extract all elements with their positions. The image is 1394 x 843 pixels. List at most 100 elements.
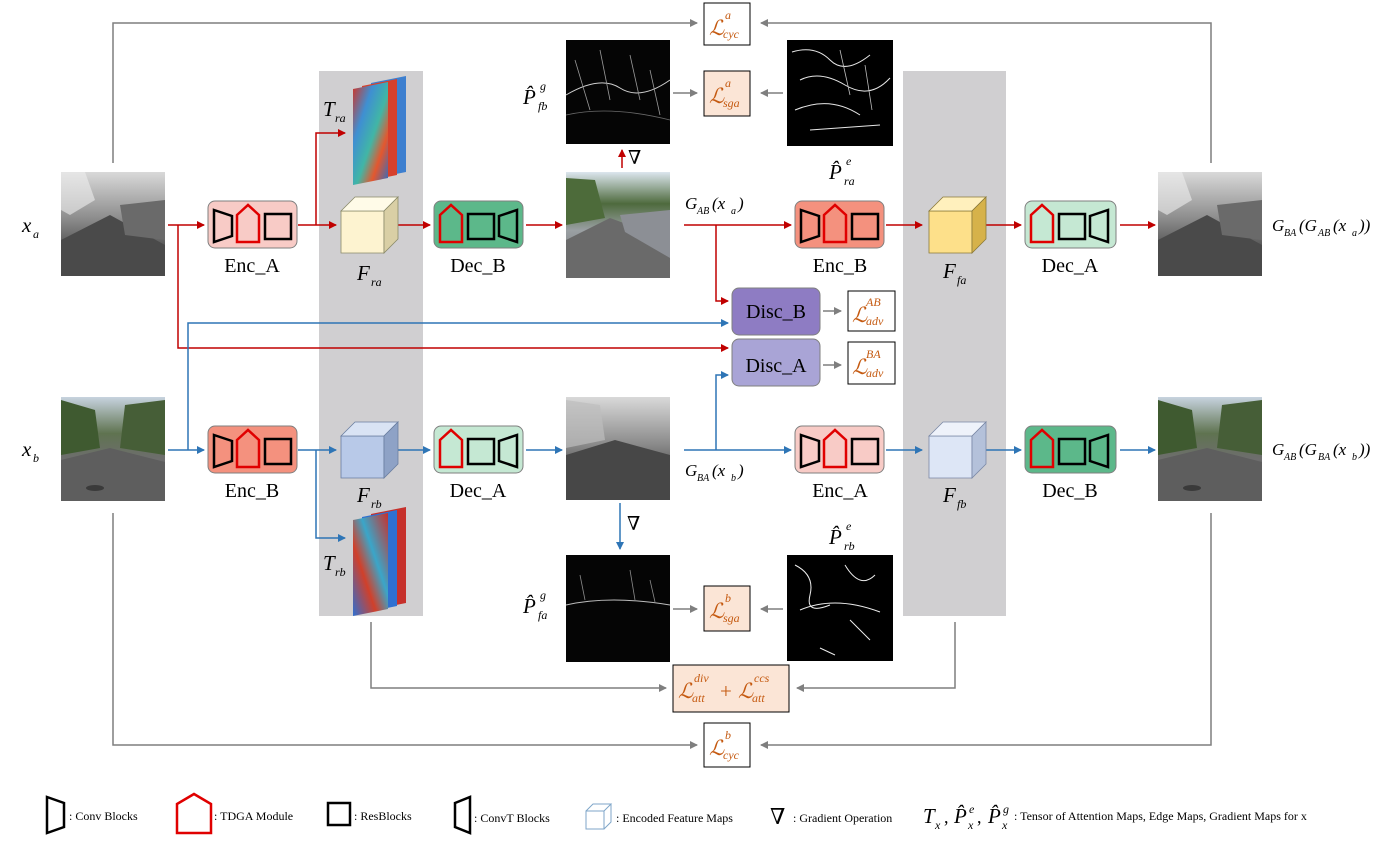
legend-conv-icon: [45, 795, 66, 835]
disc-a-block: Disc_A: [731, 338, 821, 387]
svg-text:BA: BA: [1318, 452, 1331, 463]
disc-a-label: Disc_A: [745, 355, 807, 377]
loss-adv-ba: ℒ BA adv: [847, 341, 896, 385]
svg-text:F: F: [942, 259, 956, 283]
svg-text:x: x: [21, 437, 32, 461]
label-g-ab-xa: G AB (x a ): [685, 194, 744, 217]
legend-feature-icon: [585, 803, 613, 830]
svg-text:g: g: [540, 588, 546, 602]
svg-text:b: b: [33, 451, 39, 465]
image-x-b-rgb: [61, 397, 165, 501]
loss-cyc-a: ℒ a cyc: [703, 2, 751, 46]
loss-cyc-b-sup: b: [725, 728, 731, 742]
feature-cube-fb: [928, 421, 987, 479]
enc-a-bottom-block: [794, 425, 885, 474]
disc-b-label: Disc_B: [746, 301, 806, 323]
label-f-ra: F ra: [356, 261, 382, 289]
svg-text:(G: (G: [1299, 440, 1317, 459]
legend-convt-icon: [453, 795, 472, 835]
svg-text:BA: BA: [1284, 228, 1297, 239]
edge-map-ra: [787, 40, 893, 146]
label-p-rb-e: P̂ e rb: [828, 519, 855, 553]
svg-text:rb: rb: [371, 497, 382, 511]
svg-text:F: F: [942, 483, 956, 507]
dec-b-bottom-block: [1024, 425, 1117, 474]
svg-text:ra: ra: [844, 174, 855, 188]
label-f-fb: F fb: [942, 483, 966, 511]
loss-att: ℒ div att + ℒ ccs att: [672, 664, 790, 713]
svg-text:T: T: [323, 551, 336, 575]
loss-att-symbol-2: ℒ: [738, 679, 754, 703]
legend-gradient-label: : Gradient Operation: [793, 811, 892, 825]
svg-text:P̂: P̂: [828, 160, 842, 184]
legend-res-label: : ResBlocks: [354, 809, 412, 823]
loss-cyc-b: ℒ b cyc: [703, 722, 751, 768]
label-f-fa: F fa: [942, 259, 966, 287]
dec-a-top-label: Dec_A: [1042, 255, 1099, 277]
dec-a-bottom-label: Dec_A: [450, 480, 507, 502]
svg-text:ra: ra: [371, 275, 382, 289]
loss-cyc-b-sub: cyc: [723, 748, 740, 762]
label-g-ba-xb: G BA (x b ): [685, 461, 744, 484]
disc-b-block: Disc_B: [731, 287, 821, 336]
gradient-map-fb: [565, 40, 671, 144]
legend-t-symbol: T: [923, 804, 936, 828]
loss-sga-b-sub: sga: [723, 611, 740, 625]
svg-text:BA: BA: [697, 473, 710, 484]
loss-sga-a-sub: sga: [723, 96, 740, 110]
loss-sga-a-symbol: ℒ: [709, 84, 725, 108]
label-p-fa-g: P̂ g fa: [522, 588, 547, 622]
svg-text:G: G: [1272, 440, 1284, 459]
svg-text:b: b: [1352, 452, 1357, 463]
red-flow-arrows: [168, 129, 1156, 352]
label-p-ra-e: P̂ e ra: [828, 154, 855, 188]
legend-convt-label: : ConvT Blocks: [474, 811, 550, 825]
sga-loss-lines: [673, 89, 842, 613]
label-p-fb-g: P̂ g fb: [522, 79, 547, 113]
attention-tensor-ra: [353, 76, 406, 185]
label-x-a: x a: [21, 213, 39, 241]
loss-sga-a: ℒ a sga: [703, 70, 751, 117]
loss-cyc-b-symbol: ℒ: [709, 736, 725, 760]
loss-adv-ba-sup: BA: [866, 347, 881, 361]
loss-att-plus: +: [720, 679, 732, 703]
loss-att-sup-2: ccs: [754, 671, 770, 685]
legend-gradient-icon: ∇: [770, 804, 785, 829]
legend-pe-sup: e: [969, 802, 975, 816]
svg-text:)): )): [1358, 216, 1371, 235]
loss-sga-b-symbol: ℒ: [709, 599, 725, 623]
legend-pg-sup: g: [1003, 802, 1009, 816]
legend-tdga-icon: [175, 792, 213, 835]
svg-text:e: e: [846, 519, 852, 533]
feature-cube-rb: [340, 421, 399, 479]
loss-att-sub-1: att: [692, 691, 705, 705]
convt-block-icon: [497, 208, 519, 244]
svg-text:AB: AB: [1283, 452, 1296, 463]
svg-text:x: x: [21, 213, 32, 237]
legend-pe-sub: x: [967, 818, 974, 832]
legend-pe-symbol: P̂: [953, 804, 967, 828]
legend-tensor-label: : Tensor of Attention Maps, Edge Maps, G…: [1014, 809, 1307, 823]
legend: : Conv Blocks : TDGA Module : ResBlocks …: [45, 792, 1307, 835]
feature-cube-fa: [928, 196, 987, 254]
legend-t-sub: x: [934, 818, 941, 832]
svg-text:P̂: P̂: [522, 85, 536, 109]
svg-text:AB: AB: [1317, 228, 1330, 239]
svg-text:(x: (x: [1333, 440, 1347, 459]
dec-a-top-block: [1024, 200, 1117, 249]
dec-b-top-block: [433, 200, 524, 249]
loss-adv-ba-symbol: ℒ: [852, 355, 868, 379]
nabla-top: ∇: [628, 148, 641, 169]
image-g-ab-xa-rgb: [566, 172, 670, 278]
loss-sga-b-sup: b: [725, 591, 731, 605]
legend-tdga-label: : TDGA Module: [214, 809, 293, 823]
loss-cyc-a-sup: a: [725, 8, 731, 22]
label-f-rb: F rb: [356, 483, 382, 511]
svg-text:P̂: P̂: [522, 594, 536, 618]
loss-sga-b: ℒ b sga: [703, 585, 751, 632]
legend-pg-sub: x: [1001, 818, 1008, 832]
svg-text:G: G: [1272, 216, 1284, 235]
svg-text:(x: (x: [712, 194, 726, 213]
enc-a-top-block: [207, 200, 298, 249]
